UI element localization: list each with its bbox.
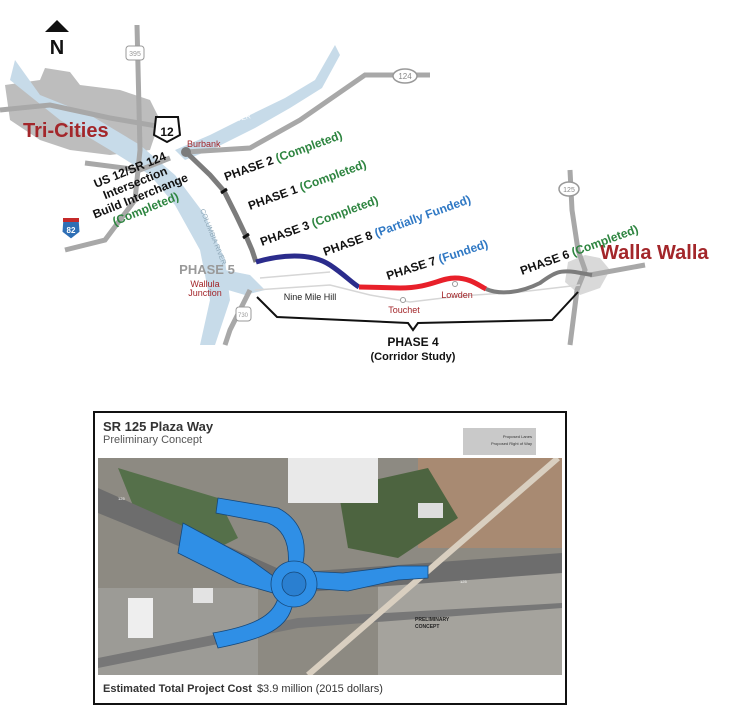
- cost-value: $3.9 million (2015 dollars): [256, 683, 383, 695]
- us730-shield-icon: 730: [235, 306, 252, 322]
- nine-mile-hill-label: Nine Mile Hill: [284, 292, 337, 302]
- touchet-label: Touchet: [388, 305, 420, 315]
- svg-text:124: 124: [398, 72, 412, 81]
- junction-label: Junction: [188, 288, 222, 298]
- cost-label: Estimated Total Project Cost: [103, 683, 252, 695]
- svg-text:730: 730: [238, 313, 249, 319]
- corridor-map: N 395 124 12 82 125 730 Tri-Cities Walla…: [0, 20, 709, 363]
- road-label-125-east: 125: [460, 579, 467, 584]
- phase4-status: (Corridor Study): [371, 351, 456, 363]
- route-phase2-1-3: [184, 150, 259, 263]
- svg-text:12: 12: [160, 125, 174, 139]
- phase7-label: PHASE 7 (Funded): [385, 237, 490, 283]
- north-arrow-icon: N: [45, 20, 69, 59]
- svg-text:125: 125: [563, 187, 575, 194]
- route-phase6: [485, 269, 593, 295]
- proposed-lanes: [177, 497, 429, 649]
- snake-river: [175, 45, 340, 160]
- i82-shield-icon: 82: [61, 217, 81, 240]
- phase5-label: PHASE 5: [179, 262, 235, 277]
- concept-title: SR 125 Plaza Way: [103, 419, 214, 434]
- sr125-shield-icon: 125: [558, 181, 580, 197]
- burbank-label: Burbank: [187, 139, 221, 149]
- svg-text:82: 82: [67, 226, 76, 235]
- concept-legend: Proposed Lanes Proposed Right of Way: [463, 428, 536, 455]
- legend-proposed-lanes: Proposed Lanes: [502, 434, 532, 439]
- project-cost: Estimated Total Project Cost $3.9 million…: [103, 683, 383, 695]
- river-pool: [225, 270, 265, 295]
- tri-cities-label: Tri-Cities: [23, 120, 109, 142]
- plaza-way-concept-panel: SR 125 Plaza Way Preliminary Concept Pro…: [93, 411, 567, 705]
- route-phase7: [358, 275, 488, 292]
- phase4-label: PHASE 4: [387, 335, 439, 349]
- us395-shield-icon: 395: [125, 45, 145, 61]
- concept-subtitle: Preliminary Concept: [103, 434, 203, 446]
- sr124-shield-icon: 124: [392, 68, 418, 84]
- legend-right-of-way: Proposed Right of Way: [491, 441, 532, 446]
- us12-shield-icon: 12: [152, 116, 182, 144]
- route-phase8: [255, 253, 361, 290]
- phase4-bracket: [256, 291, 579, 332]
- north-label: N: [50, 37, 64, 59]
- overlay-concept: CONCEPT: [415, 624, 439, 630]
- roads: [0, 24, 646, 346]
- svg-text:395: 395: [129, 51, 141, 58]
- walla-walla-label: Walla Walla: [600, 242, 709, 264]
- road-label-125-west: 125: [118, 496, 125, 501]
- overlay-preliminary: PRELIMINARY: [415, 617, 450, 623]
- wallula-label: Wallula: [190, 279, 219, 289]
- aerial-concept-image: 125 125 PRELIMINARY CONCEPT: [98, 458, 562, 675]
- lowden-label: Lowden: [441, 290, 473, 300]
- columbia-river: [10, 60, 230, 345]
- burbank-junction-marker: [181, 147, 191, 157]
